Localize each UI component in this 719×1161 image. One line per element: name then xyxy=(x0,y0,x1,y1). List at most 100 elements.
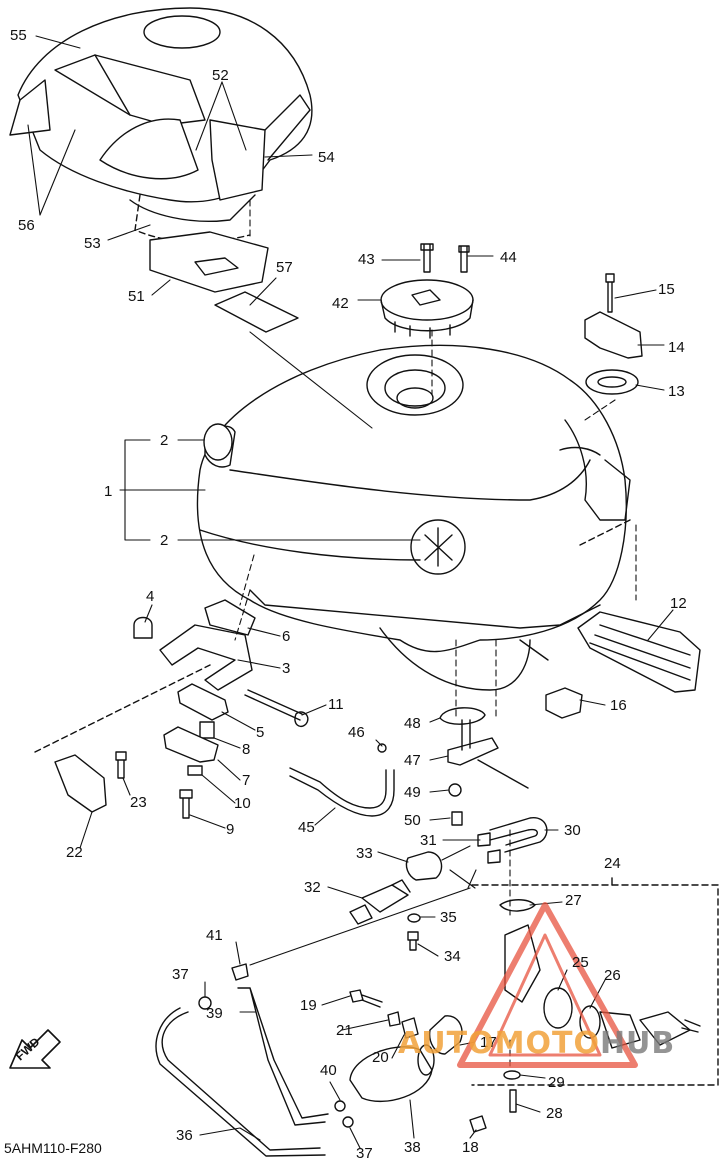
callout-50: 50 xyxy=(404,812,421,829)
callout-51: 51 xyxy=(128,288,145,305)
damper-plate-51 xyxy=(149,231,269,293)
hose-30 xyxy=(489,817,548,853)
callout-52: 52 xyxy=(212,67,229,84)
callout-30: 30 xyxy=(564,822,581,839)
callout-4: 4 xyxy=(146,588,155,605)
callout-1: 1 xyxy=(104,483,113,500)
valve-17 xyxy=(428,1015,463,1055)
plate-6 xyxy=(204,599,256,636)
bolt-15 xyxy=(605,273,615,313)
callout-7: 7 xyxy=(242,772,251,789)
callout-26: 26 xyxy=(604,967,621,984)
washer-49 xyxy=(448,783,462,797)
callout-46: 46 xyxy=(348,724,365,741)
callout-42: 42 xyxy=(332,295,349,312)
collar-10 xyxy=(187,765,203,776)
bracket-14 xyxy=(584,311,643,359)
damper-16 xyxy=(545,687,583,719)
callout-40: 40 xyxy=(320,1062,337,1079)
watermark-logo-icon xyxy=(457,902,638,1068)
tank-cover-assembly xyxy=(9,7,313,243)
callout-27: 27 xyxy=(565,892,582,909)
callout-44: 44 xyxy=(500,249,517,266)
callout-3: 3 xyxy=(282,660,291,677)
plate-7 xyxy=(163,726,219,763)
clip-37b xyxy=(342,1116,354,1128)
fuel-tank-1 xyxy=(196,344,631,691)
hose-45 xyxy=(289,767,395,817)
callout-32: 32 xyxy=(304,879,321,896)
bolt-18 xyxy=(469,1115,487,1133)
callout-54: 54 xyxy=(318,149,335,166)
callout-36: 36 xyxy=(176,1127,193,1144)
callout-56: 56 xyxy=(18,217,35,234)
callout-34: 34 xyxy=(444,948,461,965)
damper-2 xyxy=(203,423,233,461)
callout-17: 17 xyxy=(480,1034,497,1051)
callout-35: 35 xyxy=(440,909,457,926)
callout-14: 14 xyxy=(668,339,685,356)
watermark-text: AUTOMOTOHUB xyxy=(398,1026,675,1061)
bolt-34 xyxy=(407,931,419,951)
bolt-11 xyxy=(244,689,309,728)
callout-2-upper: 2 xyxy=(160,432,169,449)
collar-8 xyxy=(199,721,215,739)
clip-41 xyxy=(231,963,249,981)
pad-12 xyxy=(577,611,701,693)
clamp-31 xyxy=(477,832,501,864)
callout-25: 25 xyxy=(572,954,589,971)
clip-46 xyxy=(377,743,387,753)
callout-21: 21 xyxy=(336,1022,353,1039)
cock-47 xyxy=(447,719,529,789)
callout-13: 13 xyxy=(668,383,685,400)
callout-41: 41 xyxy=(206,927,223,944)
callout-55: 55 xyxy=(10,27,27,44)
callout-43: 43 xyxy=(358,251,375,268)
grommet-13 xyxy=(585,369,639,395)
bolt-43 xyxy=(420,243,434,273)
callout-24: 24 xyxy=(604,855,621,872)
bolt-9 xyxy=(179,789,193,819)
callout-33: 33 xyxy=(356,845,373,862)
collar-20 xyxy=(401,1017,419,1039)
clip-40 xyxy=(334,1100,346,1112)
plate-5 xyxy=(177,683,229,721)
bracket-22 xyxy=(54,754,107,813)
callout-19: 19 xyxy=(300,997,317,1014)
fuel-filter-32 xyxy=(349,879,411,925)
hose-39 xyxy=(237,987,329,1126)
callout-38: 38 xyxy=(404,1139,421,1156)
tank-cap-42 xyxy=(380,279,474,339)
callout-20: 20 xyxy=(372,1049,389,1066)
callout-12: 12 xyxy=(670,595,687,612)
callout-45: 45 xyxy=(298,819,315,836)
callout-11: 11 xyxy=(328,696,344,713)
callout-53: 53 xyxy=(84,235,101,252)
screw-50 xyxy=(451,811,463,826)
bracket-33 xyxy=(405,851,443,881)
callout-2-lower: 2 xyxy=(160,532,169,549)
callout-57: 57 xyxy=(276,259,293,276)
hose-36 xyxy=(155,1007,326,1157)
callout-16: 16 xyxy=(610,697,627,714)
callout-22: 22 xyxy=(66,844,83,861)
bolt-19 xyxy=(349,989,383,1008)
callout-49: 49 xyxy=(404,784,421,801)
callout-9: 9 xyxy=(226,821,235,838)
callout-47: 47 xyxy=(404,752,421,769)
callout-37-lower: 37 xyxy=(356,1145,373,1161)
bolt-44 xyxy=(458,245,470,273)
watermark-brand-part2: HUB xyxy=(599,1026,676,1061)
callout-31: 31 xyxy=(420,832,437,849)
fuel-pump-38 xyxy=(349,1044,435,1103)
callout-6: 6 xyxy=(282,628,291,645)
callout-8: 8 xyxy=(242,741,251,758)
callout-29: 29 xyxy=(548,1074,565,1091)
callout-23: 23 xyxy=(130,794,147,811)
leader-lines xyxy=(27,35,674,1149)
bracket-3 xyxy=(159,624,253,691)
strip-57 xyxy=(214,291,299,333)
gasket-48 xyxy=(439,707,486,725)
